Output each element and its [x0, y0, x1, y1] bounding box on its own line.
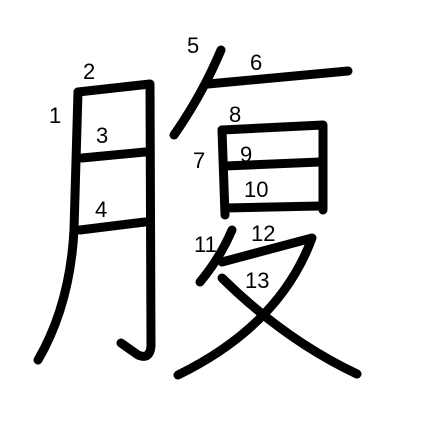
stroke-11	[195, 225, 237, 287]
stroke-number-7: 7	[193, 148, 205, 173]
stroke-number-13: 13	[245, 268, 269, 293]
stroke-5	[169, 45, 226, 140]
stroke-10	[220, 201, 325, 213]
stroke-number-3: 3	[96, 123, 108, 148]
stroke-7	[217, 125, 230, 220]
stroke-number-9: 9	[240, 142, 252, 167]
stroke-1	[33, 87, 83, 365]
stroke-number-10: 10	[244, 177, 268, 202]
stroke-4	[75, 217, 150, 235]
stroke-13	[217, 273, 362, 379]
stroke-number-4: 4	[95, 197, 107, 222]
stroke-number-11: 11	[194, 232, 217, 257]
stroke-6	[203, 66, 353, 89]
stroke-number-1: 1	[49, 103, 61, 128]
stroke-number-12: 12	[251, 221, 275, 246]
stroke-number-8: 8	[229, 102, 241, 127]
stroke-9	[220, 157, 325, 171]
stroke-number-5: 5	[187, 33, 199, 58]
stroke-number-2: 2	[83, 59, 95, 84]
stroke-12	[173, 233, 317, 380]
stroke-8	[217, 120, 328, 215]
stroke-2	[73, 79, 156, 361]
stroke-number-6: 6	[250, 50, 262, 75]
stroke-3	[77, 147, 150, 163]
